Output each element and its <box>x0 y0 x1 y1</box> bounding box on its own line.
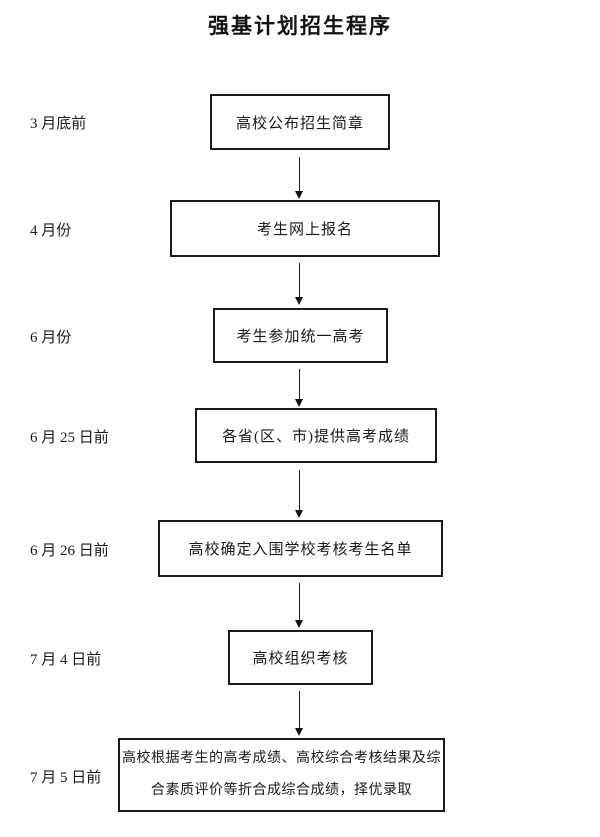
down-arrow-2 <box>295 263 303 305</box>
step-box-2: 考生网上报名 <box>170 200 440 257</box>
step-box-4: 各省(区、市)提供高考成绩 <box>195 408 437 463</box>
step-time-7: 7 月 5 日前 <box>30 770 102 786</box>
step-box-3: 考生参加统一高考 <box>213 308 388 363</box>
step-time-5: 6 月 26 日前 <box>30 543 109 559</box>
step-box-6: 高校组织考核 <box>228 630 373 685</box>
step-box-5: 高校确定入围学校考核考生名单 <box>158 520 443 577</box>
down-arrow-6 <box>295 691 303 736</box>
down-arrow-4 <box>295 470 303 518</box>
step-time-2: 4 月份 <box>30 223 72 239</box>
step-box-1: 高校公布招生简章 <box>210 94 390 150</box>
step-time-6: 7 月 4 日前 <box>30 652 102 668</box>
down-arrow-5 <box>295 583 303 628</box>
down-arrow-1 <box>295 157 303 199</box>
step-time-4: 6 月 25 日前 <box>30 430 109 446</box>
step-time-1: 3 月底前 <box>30 116 87 132</box>
down-arrow-3 <box>295 369 303 407</box>
page-title: 强基计划招生程序 <box>208 15 392 38</box>
step-time-3: 6 月份 <box>30 330 72 346</box>
step-box-7: 高校根据考生的高考成绩、高校综合考核结果及综合素质评价等折合成综合成绩，择优录取 <box>118 738 445 812</box>
